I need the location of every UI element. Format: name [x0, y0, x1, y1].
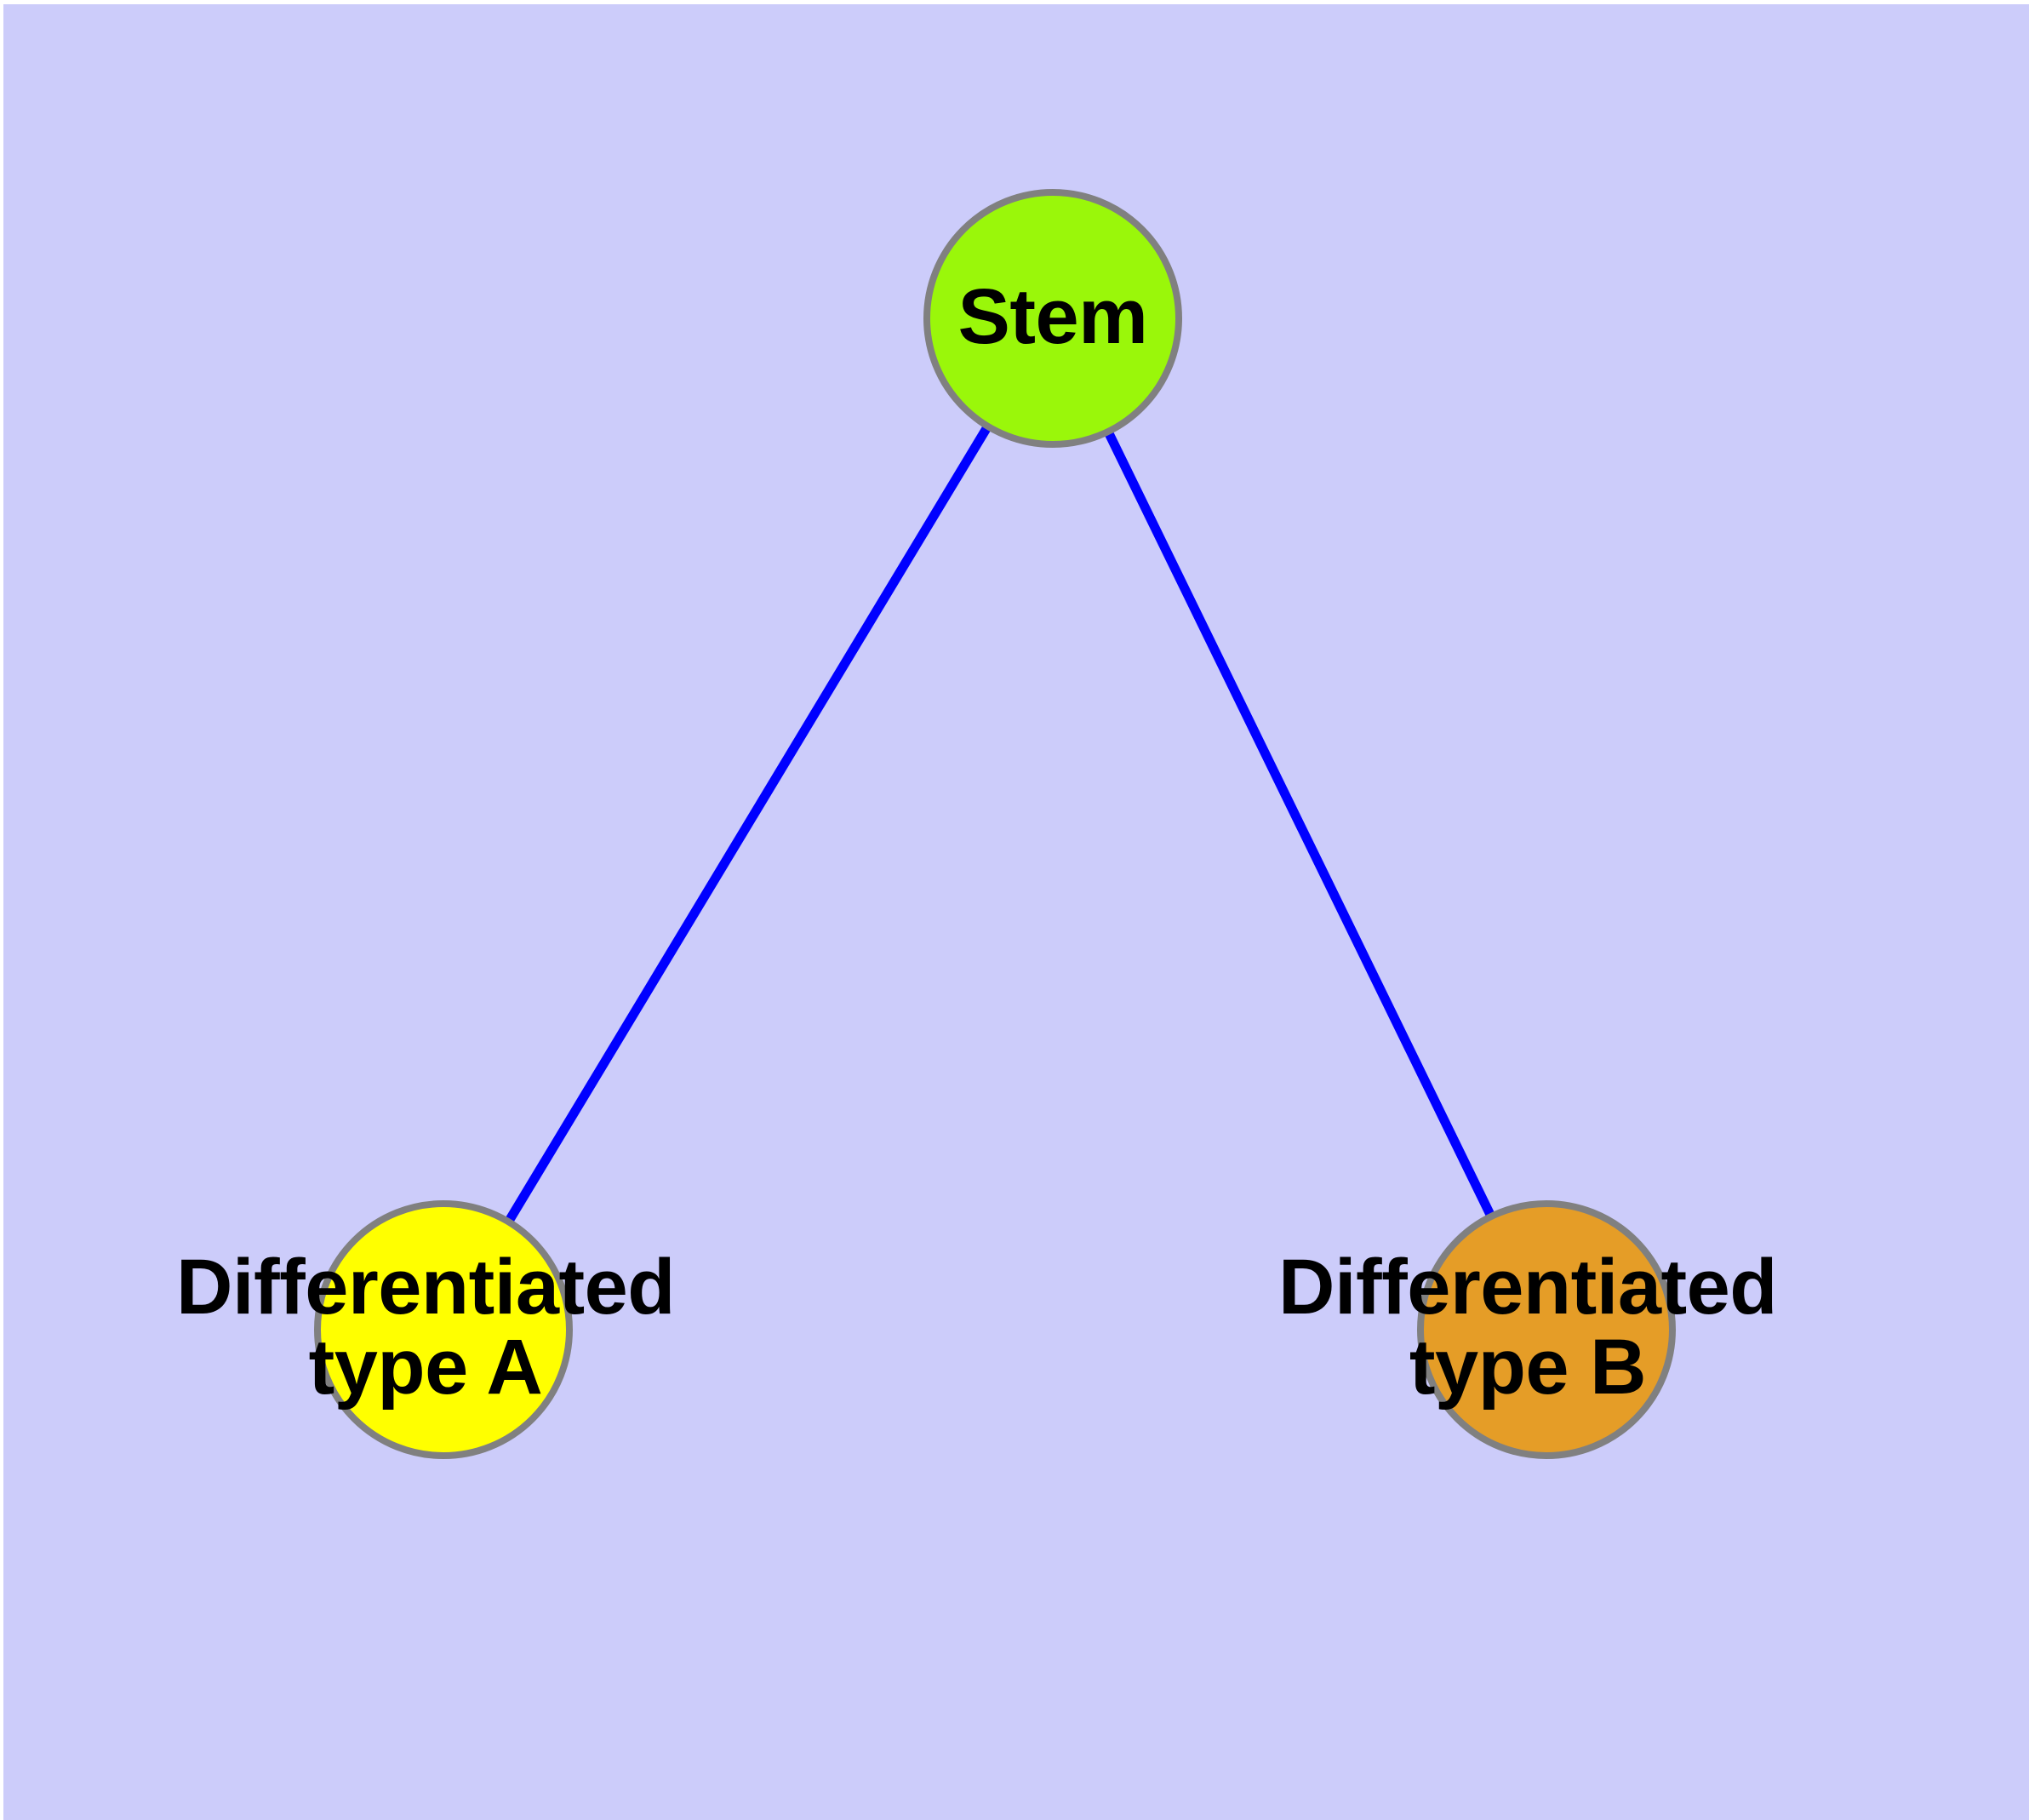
node-stem[interactable]: [923, 189, 1182, 448]
node-layer: [314, 189, 1676, 1459]
node-differentiated-type-a[interactable]: [314, 1200, 573, 1459]
edge-stem-to-differentiated-b[interactable]: [1049, 316, 1551, 1332]
edge-layer: [439, 316, 1551, 1332]
edge-stem-to-differentiated-a[interactable]: [439, 316, 1057, 1332]
node-differentiated-type-b[interactable]: [1417, 1200, 1676, 1459]
